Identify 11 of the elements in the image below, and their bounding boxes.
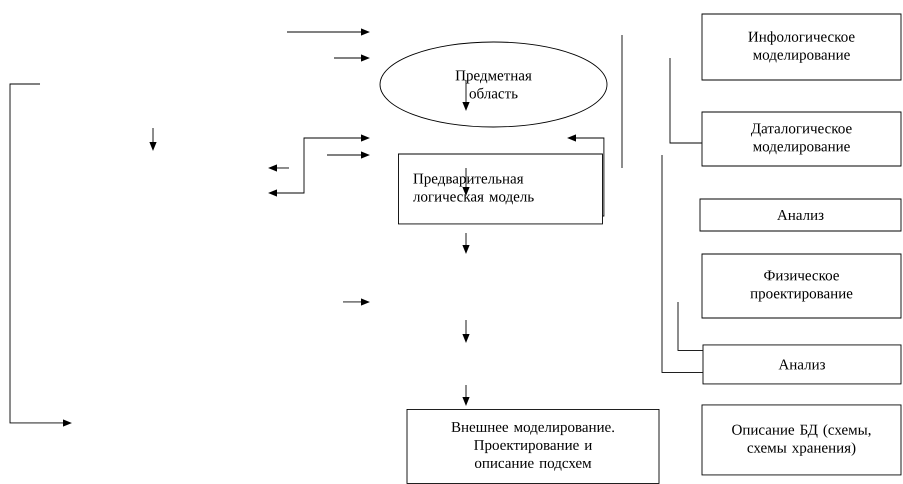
- process-box: Внешнее моделирование. Проектирование и описание подсхем: [406, 408, 660, 484]
- process-box: Даталогическое моделирование: [702, 112, 902, 166]
- process-box: Физическое проектирование: [702, 254, 902, 318]
- connector-line: [678, 302, 703, 351]
- ellipse-node: Предметная область: [380, 42, 608, 128]
- process-box: Анализ: [702, 344, 902, 384]
- connector-line: [670, 58, 702, 144]
- connector-line: [662, 154, 703, 373]
- process-box: Инфологическое моделирование: [702, 14, 902, 80]
- process-box: Описание БД (схемы, схемы хранения): [702, 404, 902, 476]
- process-box: Анализ: [700, 198, 902, 232]
